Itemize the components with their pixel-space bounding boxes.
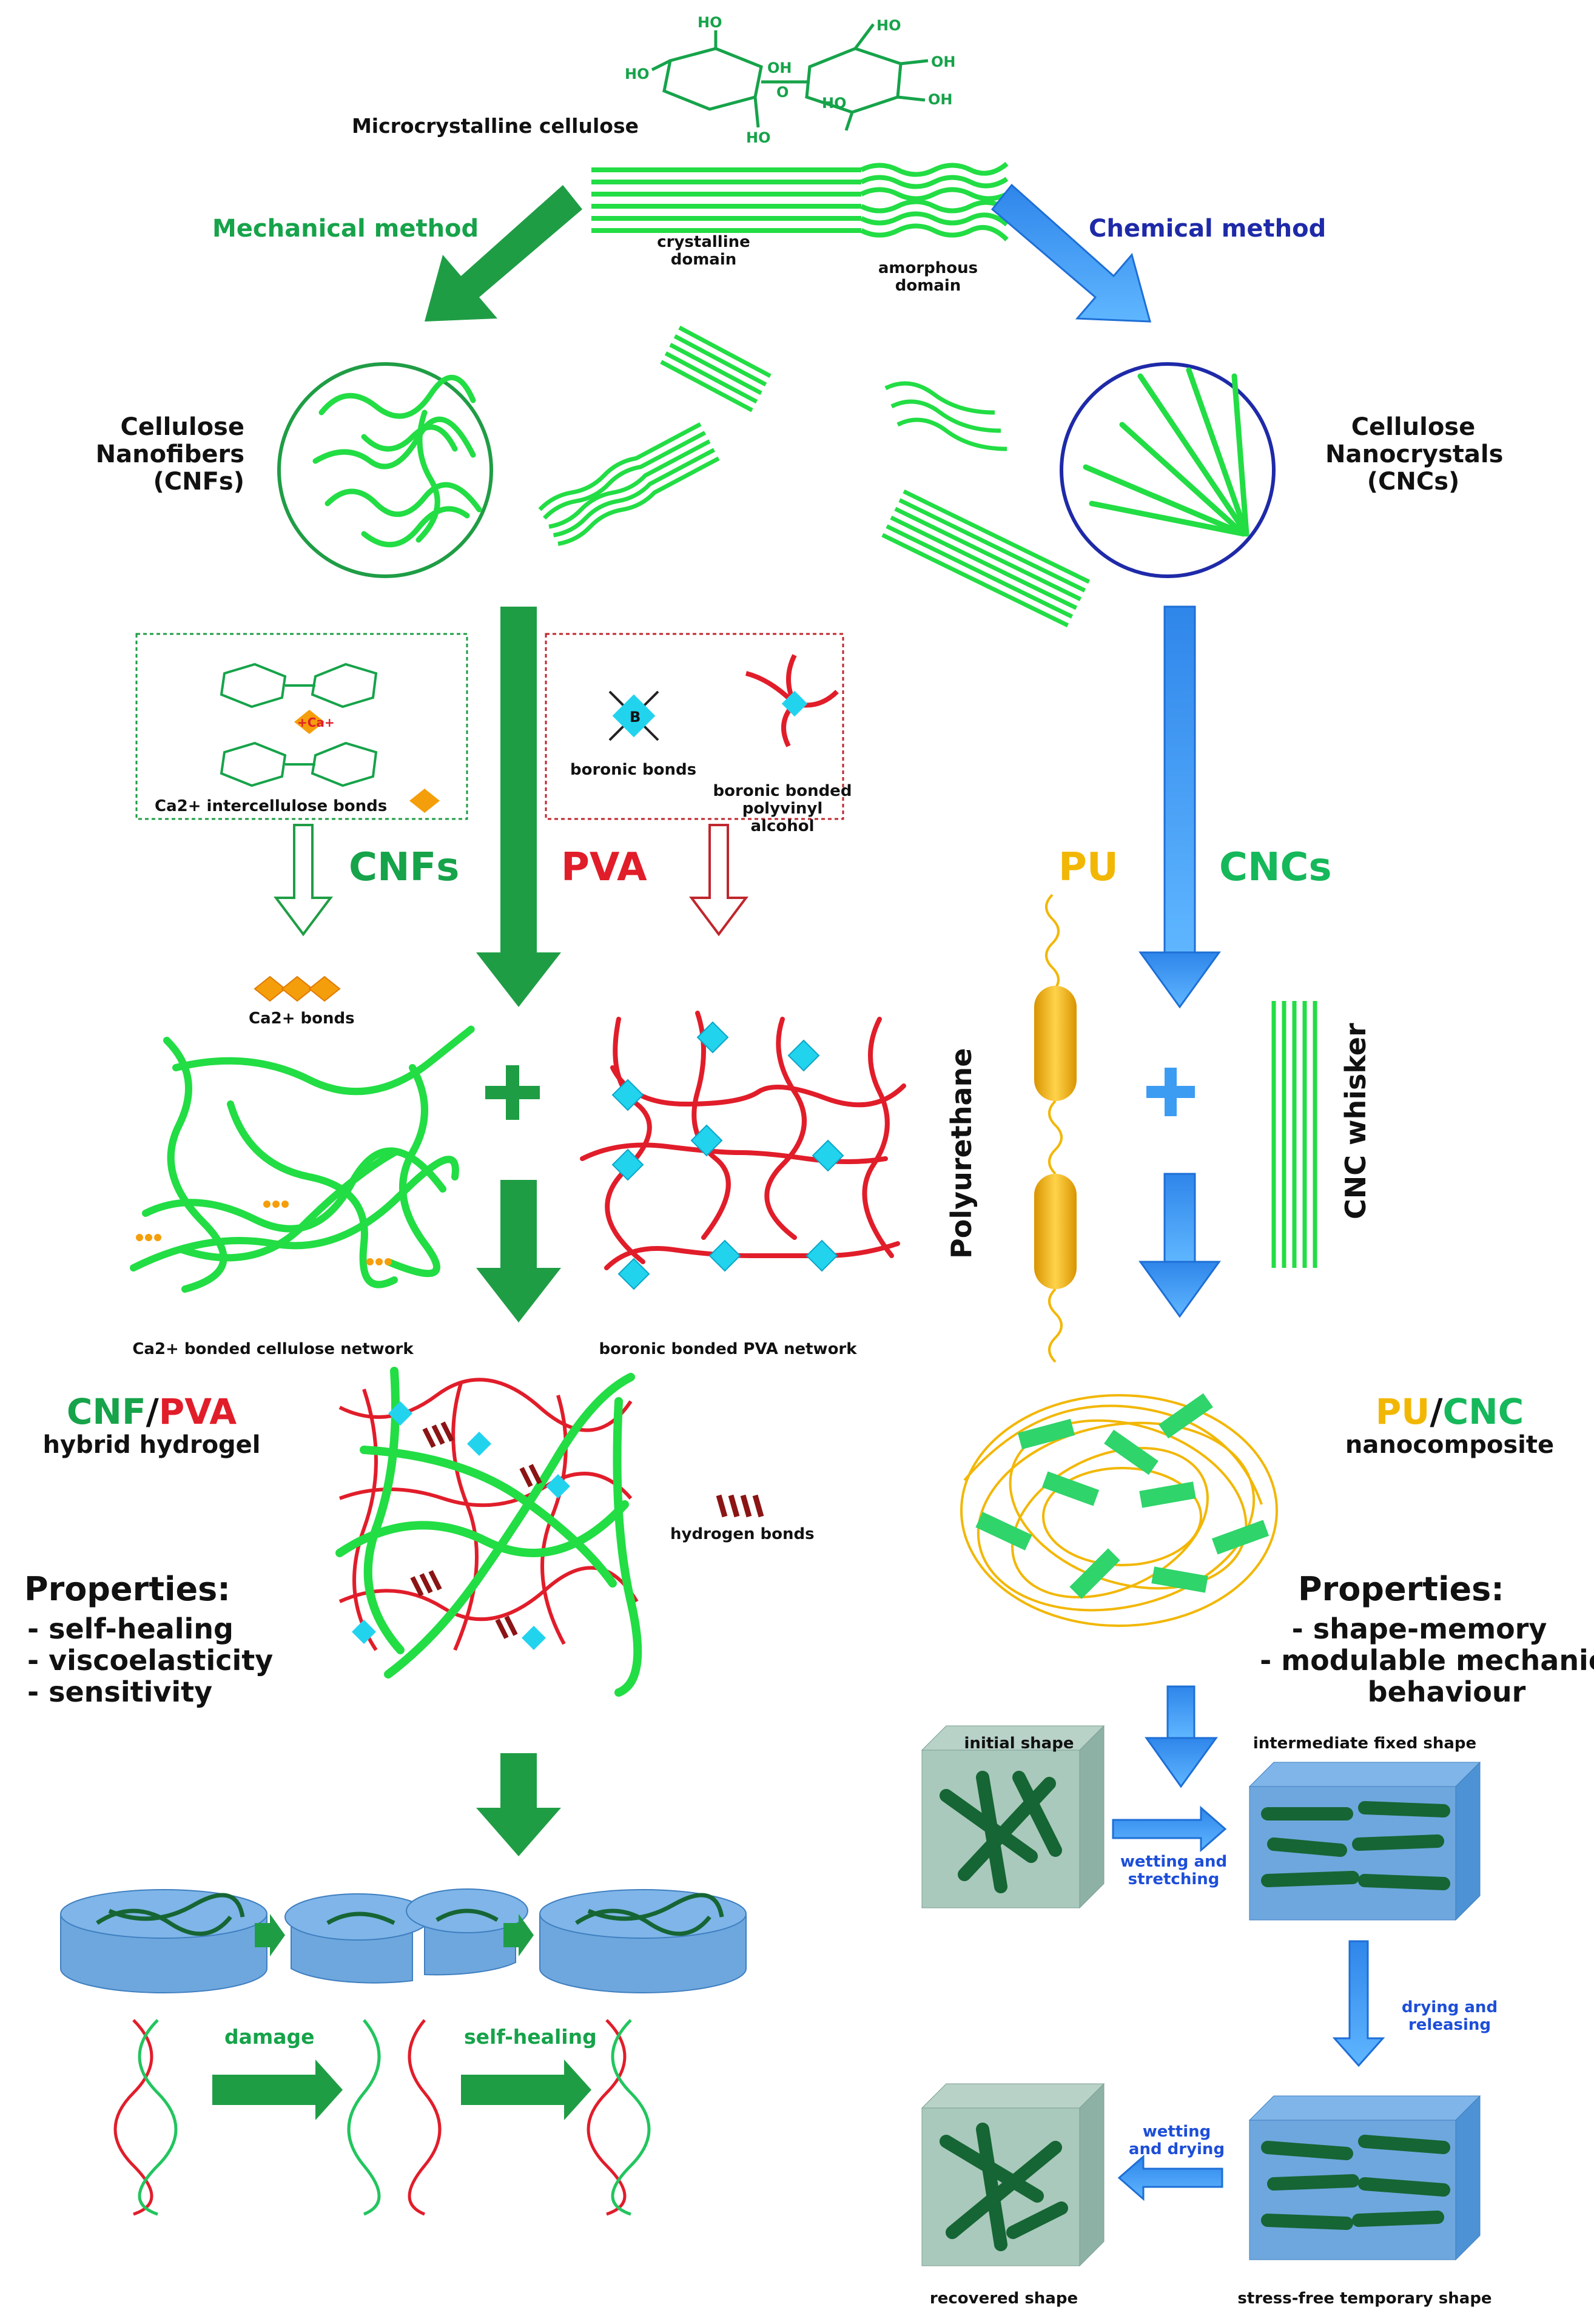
svg-text:HO: HO [876, 17, 901, 34]
healed-gel [539, 1889, 747, 1993]
cnc-down-arrow-3 [1145, 1685, 1218, 1788]
initial-shape-label: initial shape [964, 1734, 1074, 1753]
cnf-plus [485, 1065, 540, 1120]
shape-arrows [1112, 1805, 1385, 2201]
cnfs-title: CNFs [349, 845, 460, 890]
cnf-pva-title: CNF/PVA [67, 1392, 237, 1432]
strands-intact [113, 2019, 178, 2216]
cnc-whisker-bundle [1271, 1001, 1317, 1268]
microcrystalline-label: Microcrystalline cellulose [351, 114, 639, 138]
right-prop-1: - shape-memory [1291, 1612, 1547, 1645]
pu-title: PU [1058, 845, 1118, 890]
hybrid-hydrogel [335, 1367, 642, 1697]
left-prop-2: - viscoelasticity [27, 1644, 274, 1677]
svg-text:OH: OH [767, 59, 792, 76]
right-prop-2: - modulable mechanical [1260, 1644, 1594, 1677]
boronic-pva-label: boronic bonded polyvinyl alcohol [713, 782, 852, 836]
pu-cnc-title: PU/CNC [1376, 1392, 1524, 1432]
intact-gel [60, 1889, 267, 1993]
boronic-box: B [545, 633, 844, 820]
right-prop-3: behaviour [1367, 1676, 1526, 1708]
cnc-whisker-label: CNC whisker [1339, 1023, 1372, 1219]
slash-text-2: / [1430, 1391, 1443, 1432]
cnf-down-arrow [476, 607, 561, 1007]
pu-cnc-nanocomposite [960, 1393, 1278, 1627]
stress-free-shape-label: stress-free temporary shape [1237, 2289, 1492, 2308]
polyurethane-chain [1034, 894, 1077, 1363]
svg-text:HO: HO [746, 129, 771, 146]
chemical-arrow [990, 183, 1151, 323]
left-prop-3: - sensitivity [27, 1676, 213, 1708]
damage-label: damage [224, 2025, 315, 2049]
cellulose-fibril [591, 161, 1009, 241]
cnc-circle [1060, 362, 1276, 578]
ca-bond-dots [136, 1201, 392, 1265]
cube-intermediate [1248, 1761, 1481, 1921]
fibril-bundles [538, 325, 1091, 628]
left-properties-title: Properties: [24, 1570, 230, 1608]
cellulose-molecule: HO HO OH O HO HO OH OH HO [625, 14, 956, 146]
recovered-shape-label: recovered shape [929, 2289, 1078, 2308]
svg-text:O: O [776, 84, 789, 101]
cnc-down-arrow-2 [1138, 1173, 1221, 1318]
strands-damaged [347, 2019, 442, 2216]
cube-initial [921, 1725, 1105, 1909]
damaged-gel [284, 1888, 528, 1984]
boronic-bonds-label: boronic bonds [570, 761, 697, 779]
intermediate-shape-label: intermediate fixed shape [1253, 1734, 1477, 1753]
svg-text:HO: HO [822, 95, 847, 112]
gel-arrows [255, 1914, 534, 1956]
cnc-name-label: Cellulose Nanocrystals (CNCs) [1325, 413, 1504, 496]
svg-text:OH: OH [928, 91, 953, 108]
strand-arrows [212, 2060, 591, 2120]
svg-text:OH: OH [931, 53, 956, 70]
boron-atom: B [630, 709, 641, 726]
mechanical-arrow [425, 185, 582, 322]
crystalline-label: crystalline domain [657, 233, 750, 269]
cncs-title: CNCs [1219, 845, 1332, 890]
ca-intercellulose-label: Ca2+ intercellulose bonds [155, 797, 388, 815]
left-prop-1: - self-healing [27, 1612, 234, 1645]
cnc-plus [1146, 1068, 1195, 1116]
cnc-text: CNC [1442, 1391, 1524, 1432]
cnf-text: CNF [66, 1391, 146, 1432]
hydrogen-bonds-label: hydrogen bonds [670, 1525, 815, 1543]
ca-network-label: Ca2+ bonded cellulose network [132, 1340, 414, 1358]
pva-text: PVA [158, 1391, 237, 1432]
cnf-circle [277, 362, 493, 578]
self-healing-label: self-healing [464, 2025, 597, 2049]
mechanical-method-label: Mechanical method [212, 215, 479, 243]
ca-bonds-box: +Ca+ [135, 633, 468, 820]
hydrogen-bond-icon [716, 1494, 764, 1518]
ca-badge-text: +Ca+ [297, 715, 335, 730]
nanocomposite-label: nanocomposite [1345, 1431, 1555, 1459]
ca-diamonds [254, 975, 341, 1002]
wetting-stretching-label: wetting and stretching [1120, 1853, 1228, 1889]
pva-network-label: boronic bonded PVA network [599, 1340, 857, 1358]
svg-text:HO: HO [698, 14, 722, 31]
hybrid-hydrogel-label: hybrid hydrogel [42, 1431, 261, 1459]
cube-stress-free [1248, 2095, 1481, 2261]
slash-text: / [146, 1391, 159, 1432]
polyurethane-label: Polyurethane [945, 1048, 978, 1259]
cnf-name-label: Cellulose Nanofibers (CNFs) [95, 413, 244, 496]
pva-title: PVA [561, 845, 647, 890]
svg-text:HO: HO [625, 66, 650, 83]
amorphous-label: amorphous domain [878, 259, 978, 295]
cnf-down-arrow-3 [476, 1753, 561, 1856]
boronic-pva-network [580, 1011, 906, 1290]
cnf-down-arrow-2 [476, 1180, 561, 1322]
strands-healed [587, 2019, 651, 2216]
drying-releasing-label: drying and releasing [1401, 1998, 1498, 2035]
cube-recovered [921, 2083, 1105, 2267]
cnc-down-arrow [1138, 605, 1221, 1009]
wetting-drying-label: wetting and drying [1128, 2123, 1225, 2159]
hollow-arrows [274, 824, 748, 937]
ca-cellulose-network [130, 1025, 475, 1293]
pu-text: PU [1375, 1391, 1430, 1432]
ca-bonds-small-label: Ca2+ bonds [249, 1009, 355, 1028]
right-properties-title: Properties: [1298, 1570, 1504, 1608]
chemical-method-label: Chemical method [1089, 215, 1327, 243]
